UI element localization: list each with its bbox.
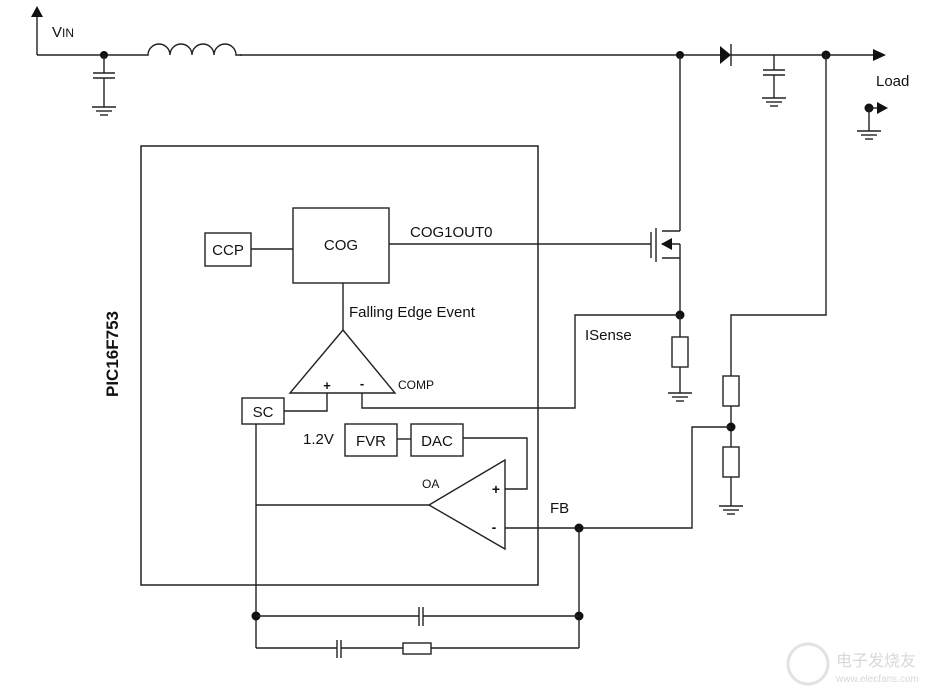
vin-label: VIN bbox=[52, 24, 74, 41]
watermark: 电子发烧友 www.elecfans.com bbox=[786, 642, 919, 686]
watermark-brand: 电子发烧友 bbox=[836, 652, 916, 670]
fvr-block bbox=[344, 423, 398, 457]
load-ground bbox=[857, 102, 888, 140]
fvr-label: FVR bbox=[356, 433, 386, 450]
isense-wire bbox=[361, 314, 680, 409]
sense-resistor bbox=[668, 315, 692, 402]
feedback-resistor-bottom bbox=[719, 446, 743, 515]
ccp-label: CCP bbox=[212, 242, 244, 259]
load-arrow-icon bbox=[873, 49, 886, 61]
ccp-block bbox=[204, 232, 252, 267]
compensation-rc-resistor bbox=[402, 642, 432, 655]
compensation-rc-branch bbox=[255, 640, 580, 658]
op-amp bbox=[427, 458, 506, 551]
output-capacitor bbox=[762, 55, 786, 107]
cog-label: COG bbox=[324, 237, 358, 254]
comp-minus-label: - bbox=[360, 376, 364, 391]
dac-block bbox=[410, 423, 464, 457]
oa-plus-label: + bbox=[492, 481, 500, 497]
comp-plus-label: + bbox=[323, 378, 331, 393]
vin-arrow-icon bbox=[31, 6, 43, 17]
dac-label: DAC bbox=[421, 433, 453, 450]
vin-terminal bbox=[31, 6, 43, 55]
cog-block bbox=[292, 207, 390, 284]
isense-label: ISense bbox=[585, 327, 632, 344]
mosfet bbox=[650, 228, 680, 262]
watermark-url: www.elecfans.com bbox=[835, 674, 919, 685]
oa-minus-label: - bbox=[492, 519, 497, 535]
sc-block bbox=[241, 397, 285, 425]
compensation-capacitor bbox=[256, 607, 579, 626]
oa-label: OA bbox=[422, 477, 439, 491]
chip-outline bbox=[140, 145, 539, 586]
diode bbox=[720, 44, 732, 66]
input-capacitor bbox=[92, 55, 116, 116]
cog-output-label: COG1OUT0 bbox=[410, 224, 493, 241]
sc-label: SC bbox=[253, 404, 274, 421]
fb-label: FB bbox=[550, 500, 569, 517]
feedback-divider-wire bbox=[730, 55, 827, 376]
feedback-resistor-top bbox=[722, 375, 740, 407]
chip-label: PIC16F753 bbox=[103, 311, 122, 397]
fb-wire bbox=[505, 426, 731, 529]
comp-label: COMP bbox=[398, 378, 434, 392]
inductor bbox=[145, 43, 242, 56]
vref-label: 1.2V bbox=[303, 431, 334, 448]
comparator bbox=[288, 328, 397, 394]
falling-edge-label: Falling Edge Event bbox=[349, 304, 476, 321]
load-label: Load bbox=[876, 73, 909, 90]
watermark-logo-icon bbox=[786, 642, 830, 686]
